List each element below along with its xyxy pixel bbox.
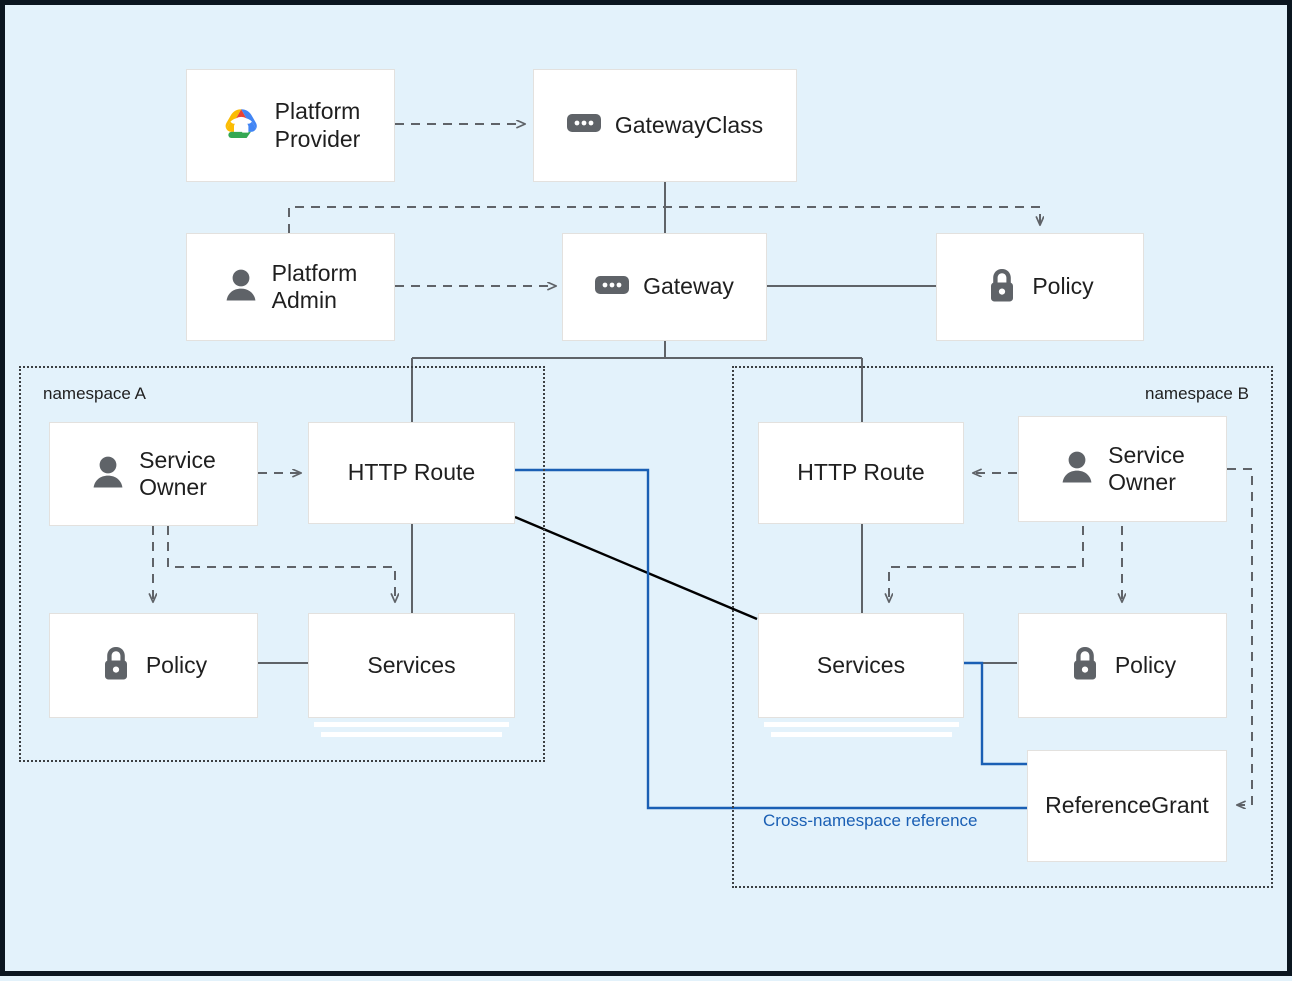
services-a-stack-2 — [321, 732, 502, 737]
node-label: Services — [816, 651, 906, 678]
services-a-stack-1 — [314, 722, 509, 727]
lock-icon — [100, 644, 132, 687]
google-cloud-icon — [221, 106, 261, 145]
services-b-stack-1 — [764, 722, 959, 727]
edge-gateway-branch — [411, 341, 863, 422]
edge-xref-services-b — [964, 661, 1027, 766]
lock-icon — [986, 266, 1018, 309]
node-label: Policy — [145, 651, 208, 678]
person-icon — [91, 454, 125, 495]
node-gateway[interactable]: Gateway — [562, 233, 767, 341]
node-label: Policy — [1032, 273, 1094, 300]
cross-namespace-reference-label: Cross-namespace reference — [763, 811, 978, 830]
node-service-owner-a[interactable]: Service Owner — [49, 422, 258, 526]
edge-admin-to-policy — [288, 206, 1040, 233]
lock-icon — [1069, 644, 1101, 687]
node-label: ReferenceGrant — [1045, 792, 1209, 819]
person-icon — [224, 267, 258, 308]
node-platform-provider[interactable]: Platform Provider — [186, 69, 395, 182]
node-label: Platform Provider — [274, 98, 361, 152]
node-policy-a[interactable]: Policy — [49, 613, 258, 718]
edge-owner-a-to-services-a — [167, 526, 395, 602]
namespace-b-box — [732, 366, 1273, 888]
node-label: Gateway — [643, 273, 734, 300]
edge-owner-b-to-services-b — [889, 526, 1084, 602]
edge-xref-route-a — [515, 468, 1027, 810]
node-services-b[interactable]: Services — [758, 613, 964, 718]
person-icon — [1060, 449, 1094, 490]
node-policy-top[interactable]: Policy — [936, 233, 1144, 341]
node-policy-b[interactable]: Policy — [1018, 613, 1227, 718]
node-label: Service Owner — [1108, 441, 1185, 495]
node-services-a[interactable]: Services — [308, 613, 515, 718]
node-http-route-b[interactable]: HTTP Route — [758, 422, 964, 524]
edge-route-a-to-services-b — [514, 515, 758, 621]
namespace-a-label: namespace A — [43, 384, 147, 403]
namespace-a-box — [19, 366, 545, 762]
node-label: GatewayClass — [614, 111, 764, 138]
node-label: HTTP Route — [347, 459, 476, 486]
connector-layer — [5, 5, 1253, 810]
node-reference-grant[interactable]: ReferenceGrant — [1027, 750, 1227, 862]
node-platform-admin[interactable]: Platform Admin — [186, 233, 395, 341]
node-http-route-a[interactable]: HTTP Route — [308, 422, 515, 524]
gateway-icon — [595, 274, 630, 301]
node-label: Platform Admin — [271, 259, 358, 313]
namespace-b-label: namespace B — [1145, 384, 1249, 403]
node-label: Policy — [1114, 651, 1177, 678]
node-label: Service Owner — [139, 446, 216, 500]
node-label: HTTP Route — [797, 459, 925, 486]
node-label: Services — [367, 651, 456, 678]
node-service-owner-b[interactable]: Service Owner — [1018, 416, 1227, 522]
services-b-stack-2 — [771, 732, 952, 737]
node-gatewayclass[interactable]: GatewayClass — [533, 69, 797, 182]
gateway-icon — [566, 112, 601, 139]
edge-owner-b-to-reference-grant — [1227, 468, 1253, 805]
